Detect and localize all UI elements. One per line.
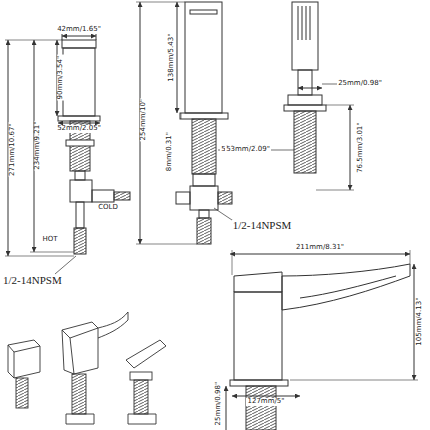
dimension: 8mm/0.31" [166, 131, 173, 172]
dimension: 25mm/0.98" [215, 381, 222, 427]
thread-spec: 1/2-14NPSM [232, 220, 293, 232]
dimension: 90mm/3.54" [57, 55, 64, 101]
dimension: 42mm/1.65" [56, 26, 102, 33]
dimension: 25mm/0.98" [337, 80, 383, 87]
valve-side-view [5, 34, 130, 274]
dimension: 76.5mm/3.01" [356, 122, 363, 174]
dimension: 271mm/10.67" [8, 123, 15, 178]
port-label: COLD [97, 204, 119, 211]
dimension: 52mm/2.05" [56, 125, 102, 132]
handshower-view [266, 2, 354, 190]
dimension: 254mm/10" [140, 98, 147, 141]
faucet-set-rendering [8, 312, 166, 424]
port-label: HOT [41, 236, 58, 243]
dimension: 53mm/2.09" [225, 146, 271, 153]
dimension: 127mm/5" [246, 398, 285, 405]
spout-front-view [136, 2, 235, 244]
dimension: 234mm/9.21" [34, 121, 41, 171]
spout-side-view [226, 250, 418, 430]
dimension: 211mm/8.31" [295, 244, 345, 251]
dimension: 138mm/5.43" [168, 33, 175, 83]
dimension: 105mm/4.13" [416, 297, 423, 347]
thread-spec: 1/2-14NPSM [2, 275, 63, 287]
